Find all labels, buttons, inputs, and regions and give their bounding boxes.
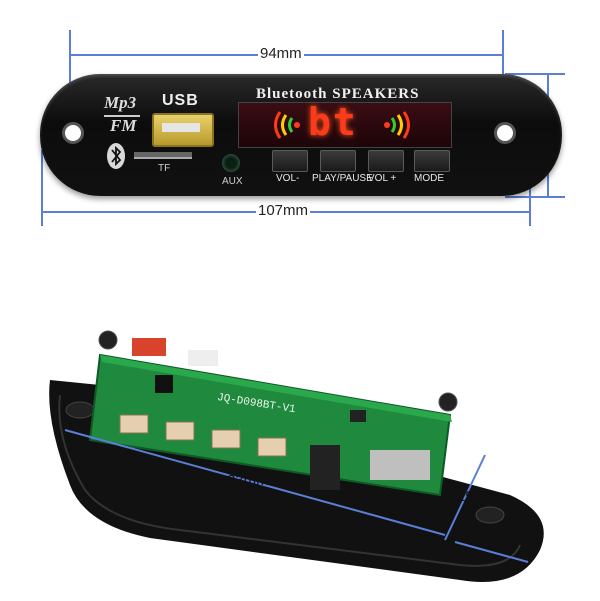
logo-fm: FM [110,116,137,135]
aux-jack[interactable] [222,154,240,172]
board-depth-label: 19mm [457,488,499,505]
width-dimension-label: 94mm [258,45,304,62]
board-photo [49,330,544,582]
mount-hole-right [494,122,516,144]
display-text: bt [308,100,358,144]
mode-button[interactable] [414,150,450,172]
signal-left-icon [274,111,300,139]
header-title: Bluetooth SPEAKERS [256,86,420,102]
play-pause-label: PLAY/PAUSE [312,173,373,184]
vol-down-button[interactable] [272,150,308,172]
aux-label: AUX [222,176,243,187]
vol-down-label: VOL- [276,173,300,184]
mode-label: MODE [414,173,444,184]
tf-label: TF [158,163,171,174]
led-display [238,102,452,148]
signal-right-icon [384,111,410,139]
mount-hole-left [62,122,84,144]
play-pause-button[interactable] [320,150,356,172]
usb-label: USB [162,92,199,109]
logo-mp3: Mp3 [104,93,137,112]
vol-up-button[interactable] [368,150,404,172]
usb-port[interactable] [152,113,214,147]
bluetooth-icon [107,143,125,169]
board-length-label: 83mm [227,472,269,489]
length-dimension-label: 107mm [256,202,311,219]
vol-up-label: VOL + [368,173,397,184]
tf-card-slot[interactable] [134,152,192,159]
logo-divider [104,115,140,117]
